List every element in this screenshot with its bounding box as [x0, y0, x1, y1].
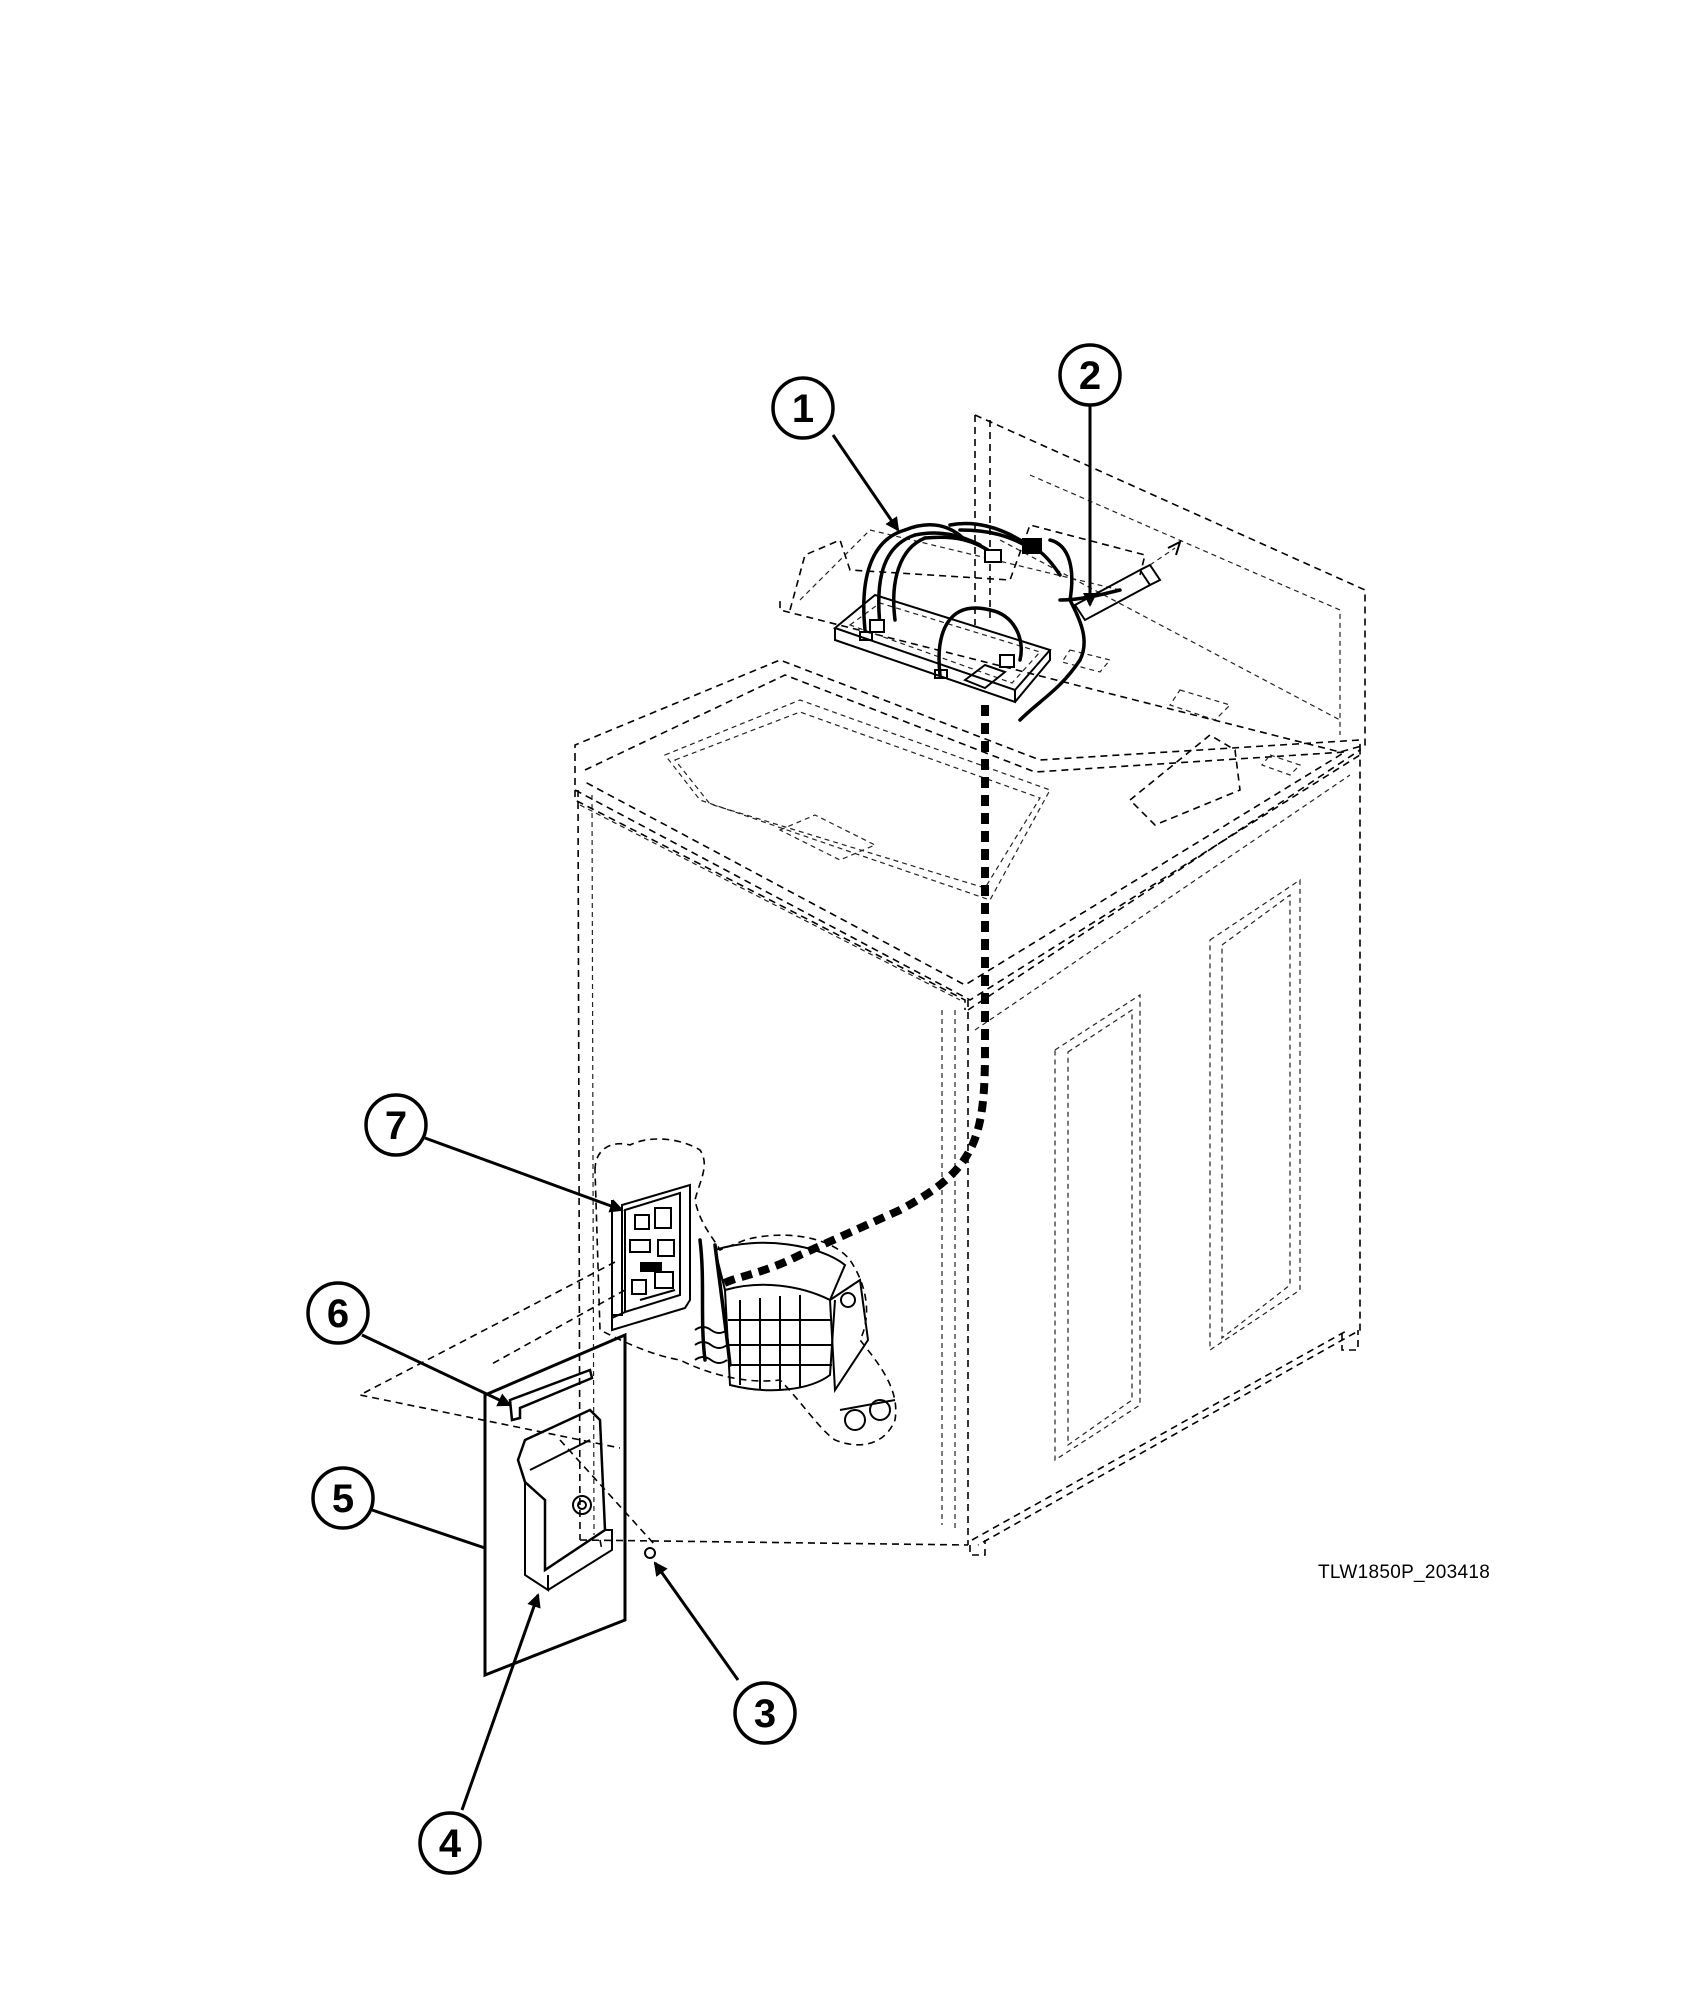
leader-line-1: [831, 434, 900, 532]
drawing-id-label: TLW1850P_203418: [1318, 1562, 1491, 1583]
callout-4: 4: [418, 1811, 482, 1875]
wire-harness-icon: [789, 521, 1182, 722]
leader-line-7: [424, 1136, 624, 1213]
callout-2: 2: [1058, 343, 1122, 407]
leader-line-5: [371, 1508, 486, 1550]
screw-icon: [644, 1547, 656, 1559]
bracket-icon: [483, 1332, 627, 1678]
harness-route-line: [718, 705, 989, 1289]
control-board-icon: [594, 1138, 897, 1446]
leader-line-3: [653, 1561, 740, 1681]
svg-text:1: 1: [792, 387, 814, 431]
svg-text:4: 4: [439, 1822, 462, 1866]
callout-5: 5: [311, 1466, 375, 1530]
callout-7: 7: [364, 1093, 428, 1157]
leader-line-6: [361, 1333, 512, 1407]
leader-line-4: [460, 1593, 541, 1811]
svg-text:2: 2: [1079, 354, 1101, 398]
svg-text:7: 7: [385, 1104, 407, 1148]
svg-text:6: 6: [327, 1292, 349, 1336]
callout-6: 6: [306, 1281, 370, 1345]
washer-outline-icon: [574, 414, 1366, 1556]
svg-text:5: 5: [332, 1477, 354, 1521]
callout-1: 1: [771, 376, 835, 440]
svg-text:3: 3: [754, 1692, 776, 1736]
callout-3: 3: [733, 1681, 797, 1745]
